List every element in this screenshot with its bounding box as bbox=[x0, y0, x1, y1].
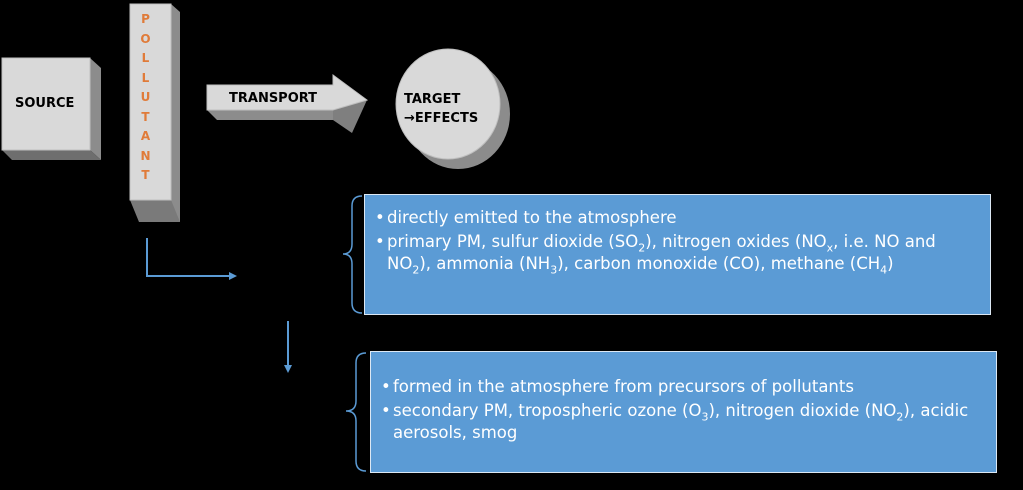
pollutant-letter: N bbox=[140, 148, 151, 163]
primary-bullet-2-text: primary PM, sulfur dioxide (SO2), nitrog… bbox=[387, 232, 936, 277]
transport-arrow bbox=[206, 74, 369, 133]
primary-bullet-1: • directly emitted to the atmosphere bbox=[375, 207, 974, 229]
target-label-line1: TARGET bbox=[404, 92, 461, 107]
pollutant-letter: O bbox=[140, 31, 151, 46]
bullet-dot: • bbox=[375, 232, 385, 251]
primary-brace bbox=[342, 195, 363, 314]
target-label: TARGET →EFFECTS bbox=[404, 90, 478, 128]
source-box bbox=[1, 57, 101, 160]
pollutant-label: P O L L U T A N T bbox=[130, 10, 161, 186]
primary-bullet-2: • primary PM, sulfur dioxide (SO2), nitr… bbox=[375, 231, 974, 275]
primary-pollutants-box: • directly emitted to the atmosphere • p… bbox=[364, 194, 991, 315]
bullet-dot: • bbox=[381, 401, 391, 420]
bullet-dot: • bbox=[381, 377, 391, 396]
target-label-line2: →EFFECTS bbox=[404, 111, 479, 126]
target-circle bbox=[395, 48, 510, 169]
source-label: SOURCE bbox=[15, 96, 75, 111]
primary-bullet-1-text: directly emitted to the atmosphere bbox=[387, 208, 677, 227]
pollutant-letter: T bbox=[141, 168, 150, 182]
secondary-pollutants-box: • formed in the atmosphere from precurso… bbox=[370, 351, 997, 473]
pollutant-letter: T bbox=[141, 109, 150, 124]
elbow-connector bbox=[146, 238, 230, 277]
elbow-arrowhead bbox=[229, 272, 237, 280]
secondary-bullet-1: • formed in the atmosphere from precurso… bbox=[381, 376, 980, 398]
secondary-bullet-1-text: formed in the atmosphere from precursors… bbox=[393, 377, 854, 396]
pollutant-letter: L bbox=[141, 51, 150, 65]
pollutant-letter: U bbox=[140, 90, 151, 104]
secondary-bullet-2-text: secondary PM, tropospheric ozone (O3), n… bbox=[393, 401, 969, 442]
pollutant-letter: A bbox=[140, 129, 151, 143]
pollutant-bar bbox=[129, 3, 180, 222]
secondary-bullet-2: • secondary PM, tropospheric ozone (O3),… bbox=[381, 400, 980, 444]
bullet-dot: • bbox=[375, 208, 385, 227]
secondary-brace bbox=[345, 352, 367, 472]
pollutant-letter: P bbox=[141, 12, 150, 26]
down-arrowhead bbox=[284, 365, 292, 373]
pollutant-letter: L bbox=[141, 70, 150, 85]
transport-label: TRANSPORT bbox=[229, 91, 318, 106]
